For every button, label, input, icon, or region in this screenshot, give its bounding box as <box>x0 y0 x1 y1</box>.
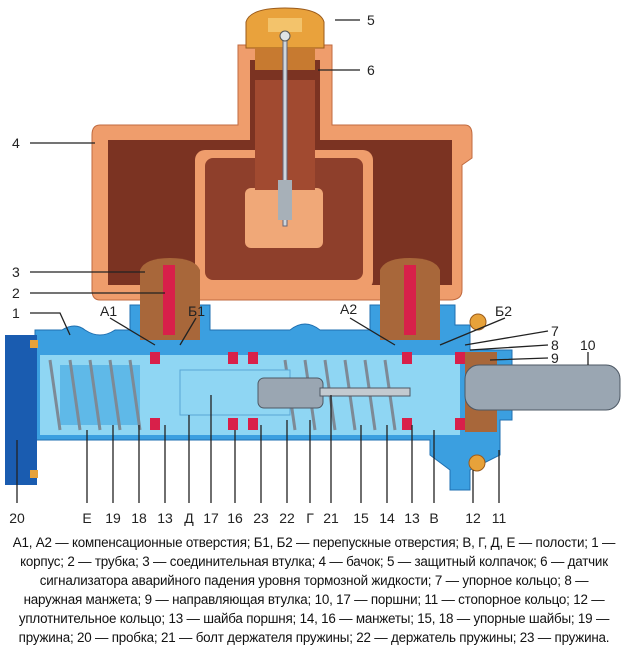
caption: А1, А2 — компенсационные отверстия; Б1, … <box>4 533 624 647</box>
label-5: 5 <box>367 12 375 28</box>
label-10: 10 <box>580 337 596 353</box>
leader-lines <box>16 19 589 503</box>
label-a1: А1 <box>100 303 117 319</box>
plug <box>5 335 38 485</box>
label-b2: Б2 <box>495 303 512 319</box>
label-b1: Б1 <box>188 303 205 319</box>
label-6: 6 <box>367 62 375 78</box>
pistons <box>179 369 411 416</box>
label-bottom-23: 23 <box>253 510 269 526</box>
label-bottom-19: 19 <box>105 510 121 526</box>
caption-line: наружная манжета; 9 — направляющая втулк… <box>23 592 605 607</box>
label-bottom-20: 20 <box>9 510 25 526</box>
caption-line: уплотнительное кольцо; 13 — шайба поршня… <box>18 611 610 626</box>
level-sensor <box>278 30 292 227</box>
caption-line: корпус; 2 — трубка; 3 — соединительная в… <box>20 554 608 569</box>
label-bottom-11: 11 <box>492 510 507 526</box>
label-bottom-14: 14 <box>379 510 395 526</box>
label-1: 1 <box>12 305 20 321</box>
label-bottom-Д: Д <box>184 510 194 526</box>
label-bottom-16: 16 <box>227 510 243 526</box>
label-bottom-15: 15 <box>353 510 369 526</box>
cups-seals <box>150 352 465 430</box>
label-bottom-12: 12 <box>465 510 481 526</box>
label-9: 9 <box>551 350 559 366</box>
label-bottom-22: 22 <box>279 510 295 526</box>
label-2: 2 <box>12 285 20 301</box>
label-4: 4 <box>12 135 20 151</box>
label-7: 7 <box>551 323 559 339</box>
sleeves <box>140 258 440 340</box>
bottom-labels: 20 Е 19 18 13 Д 17 16 23 22 Г 21 15 14 13 В 12 11 <box>9 510 506 526</box>
label-bottom-21: 21 <box>323 510 339 526</box>
label-8: 8 <box>551 337 559 353</box>
label-bottom-13: 13 <box>404 510 420 526</box>
label-bottom-18: 18 <box>131 510 147 526</box>
caption-line: пружина; 20 — пробка; 21 — болт держател… <box>18 630 610 645</box>
master-cylinder-diagram: 5 6 4 3 2 1 А1 Б1 А2 Б2 7 8 9 10 20 Е 19 18… <box>5 7 621 526</box>
label-bottom-Г: Г <box>306 510 314 526</box>
label-bottom-13: 13 <box>157 510 173 526</box>
label-bottom-Е: Е <box>82 510 91 526</box>
pushrod-piston <box>464 364 621 411</box>
caption-line: А1, А2 — компенсационные отверстия; Б1, … <box>12 535 616 550</box>
label-bottom-17: 17 <box>203 510 219 526</box>
o-rings <box>468 313 487 472</box>
label-bottom-В: В <box>429 510 438 526</box>
label-a2: А2 <box>340 301 357 317</box>
caption-line: сигнализатора аварийного падения уровня … <box>39 573 589 588</box>
label-3: 3 <box>12 264 20 280</box>
